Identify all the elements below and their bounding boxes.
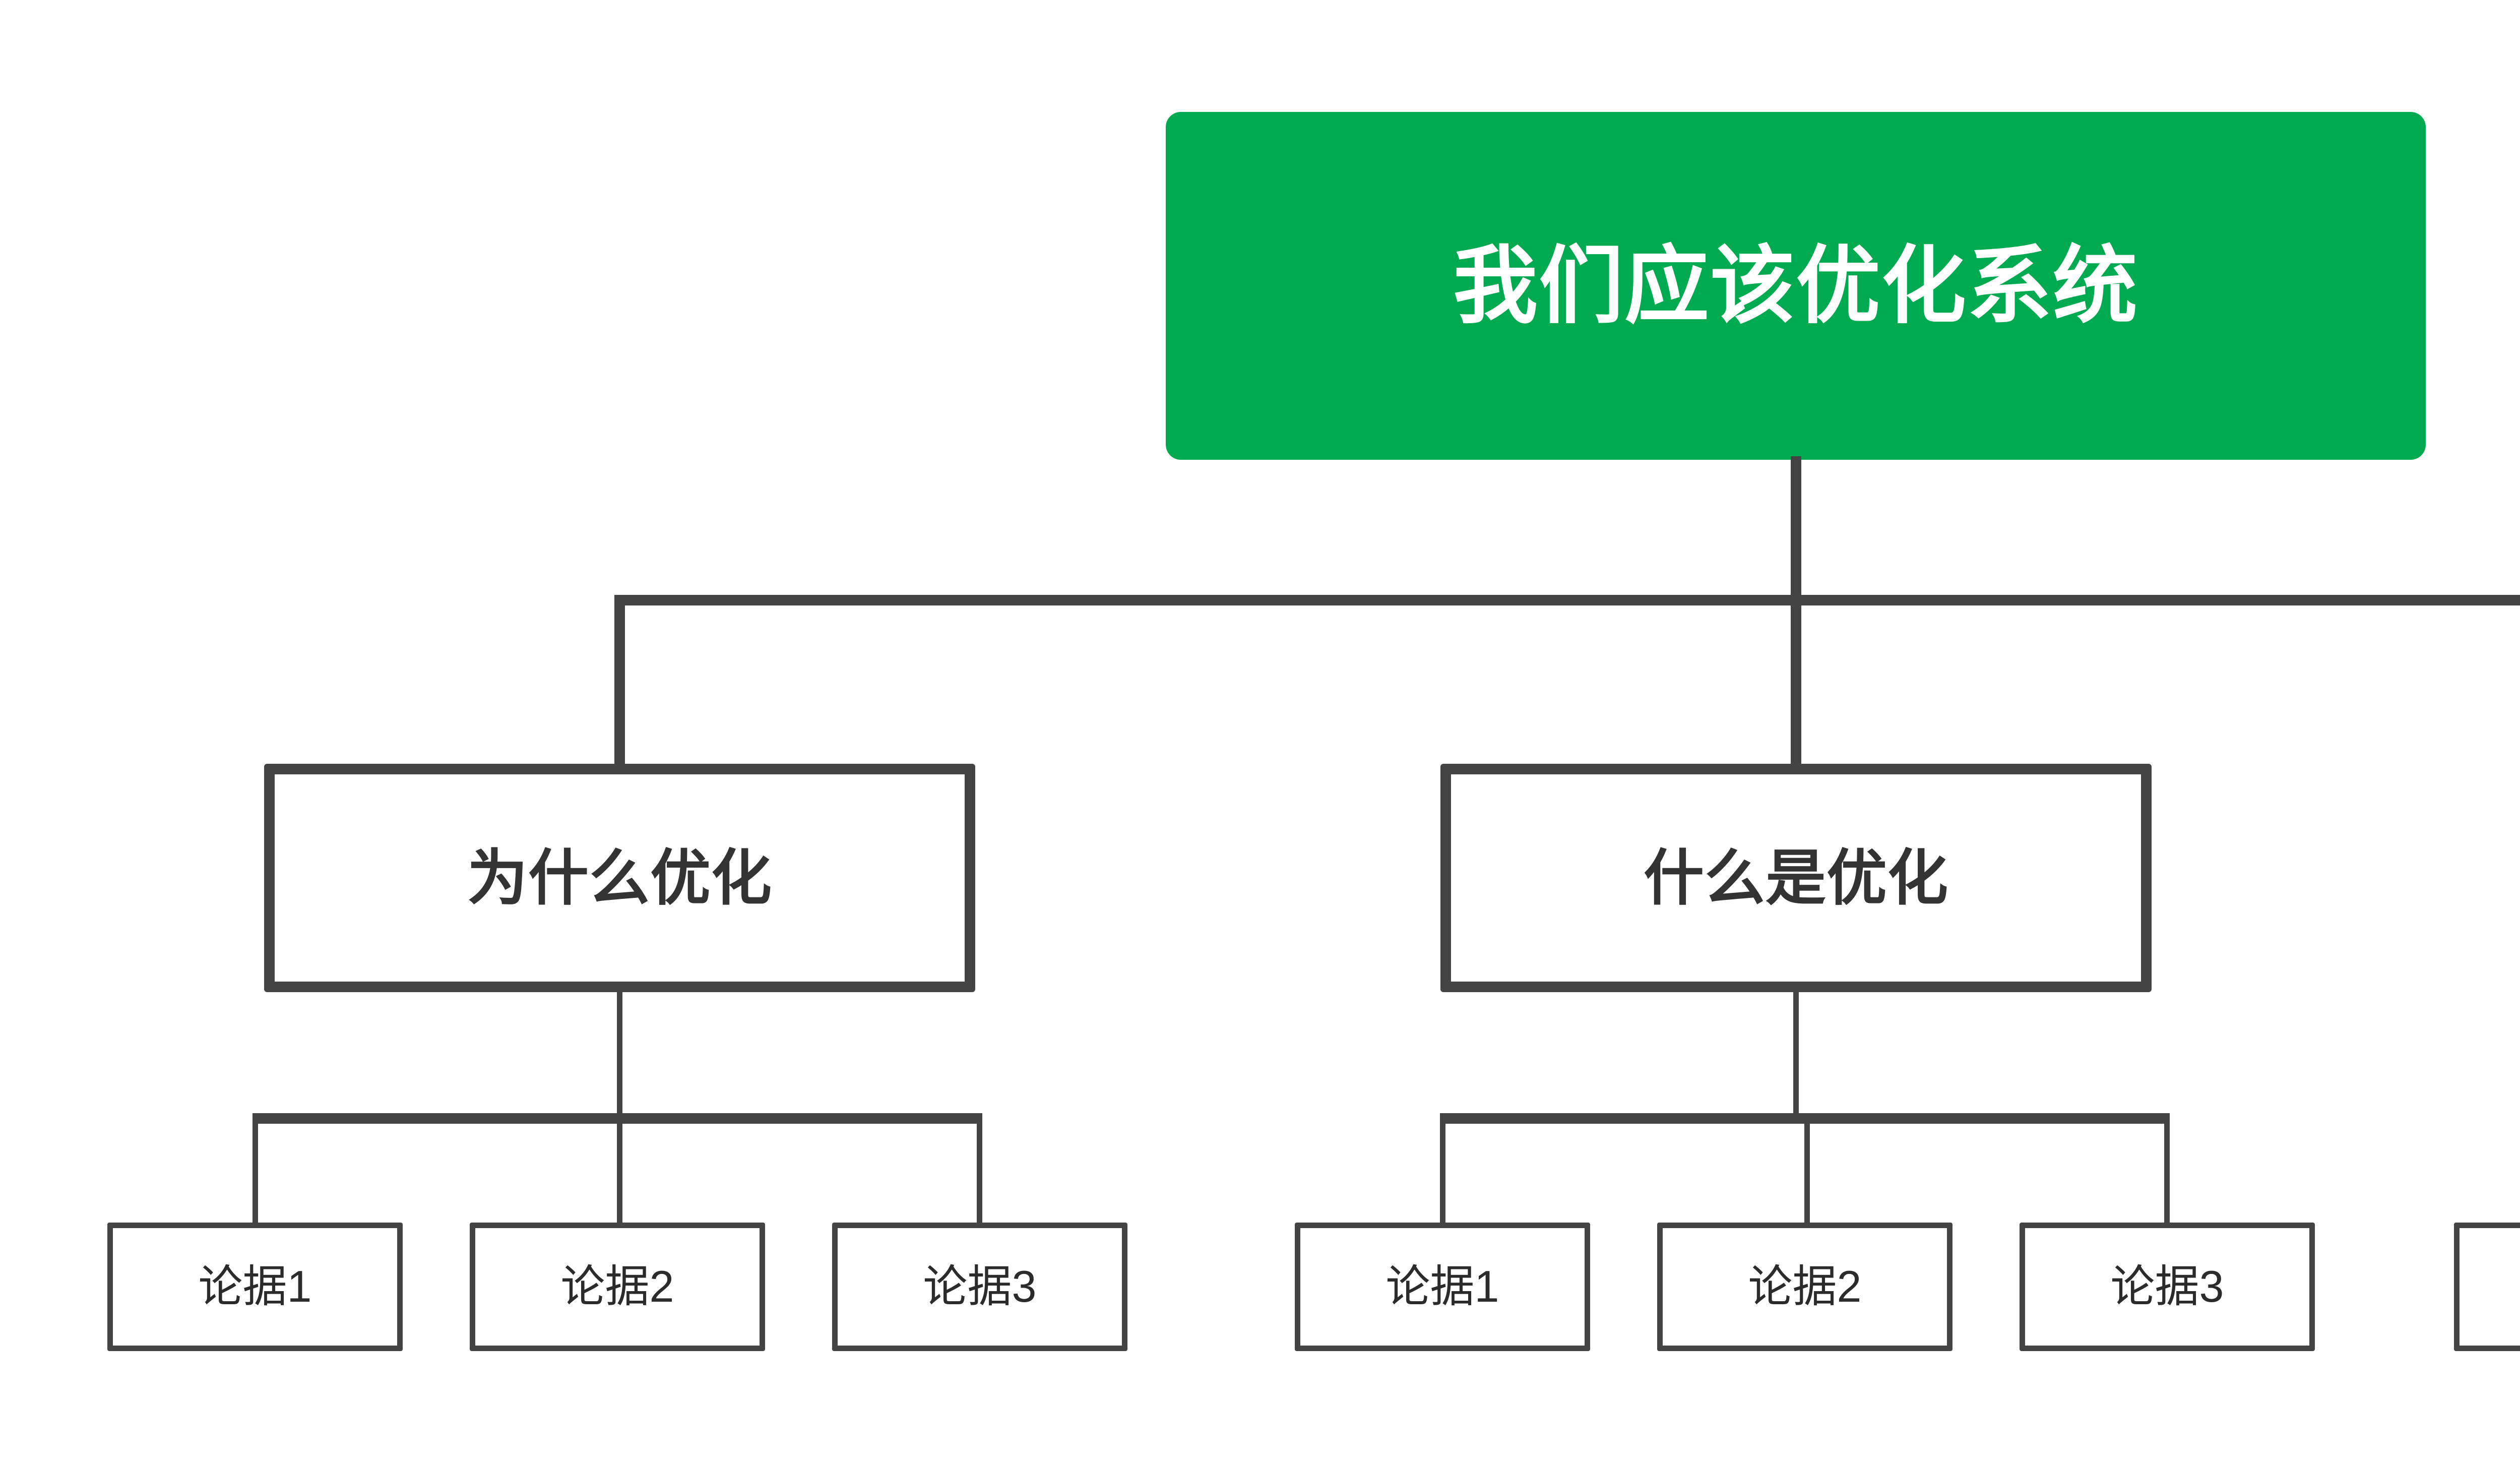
connector-root-stem: [1791, 456, 1801, 605]
leaf-node-2-1[interactable]: 论据1: [1295, 1223, 1590, 1351]
leaf-node-2-2-label: 论据2: [1748, 1261, 1862, 1312]
leaf-node-2-3-label: 论据3: [2110, 1261, 2224, 1312]
connector-group1-leaf3-stem: [977, 1113, 982, 1227]
connector-group2-leaf2-stem: [1804, 1113, 1810, 1227]
leaf-node-2-1-label: 论据1: [1385, 1261, 1499, 1312]
connector-group1-leaf1-stem: [253, 1113, 258, 1227]
leaf-node-1-3-label: 论据3: [923, 1261, 1037, 1312]
root-node-label: 我们应该优化系统: [1453, 238, 2138, 333]
connector-group2-leaf3-stem: [2164, 1113, 2170, 1227]
connector-group2-stem: [1793, 989, 1799, 1123]
connector-branch-stem-1: [614, 595, 625, 766]
connector-group2-leaf1-stem: [1440, 1113, 1445, 1227]
branch-node-2-label: 什么是优化: [1644, 844, 1948, 912]
leaf-node-1-2[interactable]: 论据2: [470, 1223, 765, 1351]
leaf-node-1-1[interactable]: 论据1: [107, 1223, 403, 1351]
leaf-node-3-1[interactable]: 论据1: [2454, 1223, 2520, 1351]
leaf-node-1-3[interactable]: 论据3: [832, 1223, 1127, 1351]
root-node[interactable]: 我们应该优化系统: [1166, 112, 2426, 460]
leaf-node-2-2[interactable]: 论据2: [1657, 1223, 1952, 1351]
connector-top-bus: [614, 595, 2520, 605]
connector-group1-stem: [617, 989, 622, 1123]
branch-node-2[interactable]: 什么是优化: [1440, 764, 2152, 992]
branch-node-1[interactable]: 为什么优化: [264, 764, 975, 992]
leaf-node-1-1-label: 论据1: [198, 1261, 312, 1312]
connector-branch-stem-2: [1791, 595, 1801, 766]
leaf-node-1-2-label: 论据2: [560, 1261, 674, 1312]
branch-node-1-label: 为什么优化: [467, 844, 772, 912]
connector-group1-leaf2-stem: [617, 1113, 622, 1227]
leaf-node-2-3[interactable]: 论据3: [2020, 1223, 2315, 1351]
